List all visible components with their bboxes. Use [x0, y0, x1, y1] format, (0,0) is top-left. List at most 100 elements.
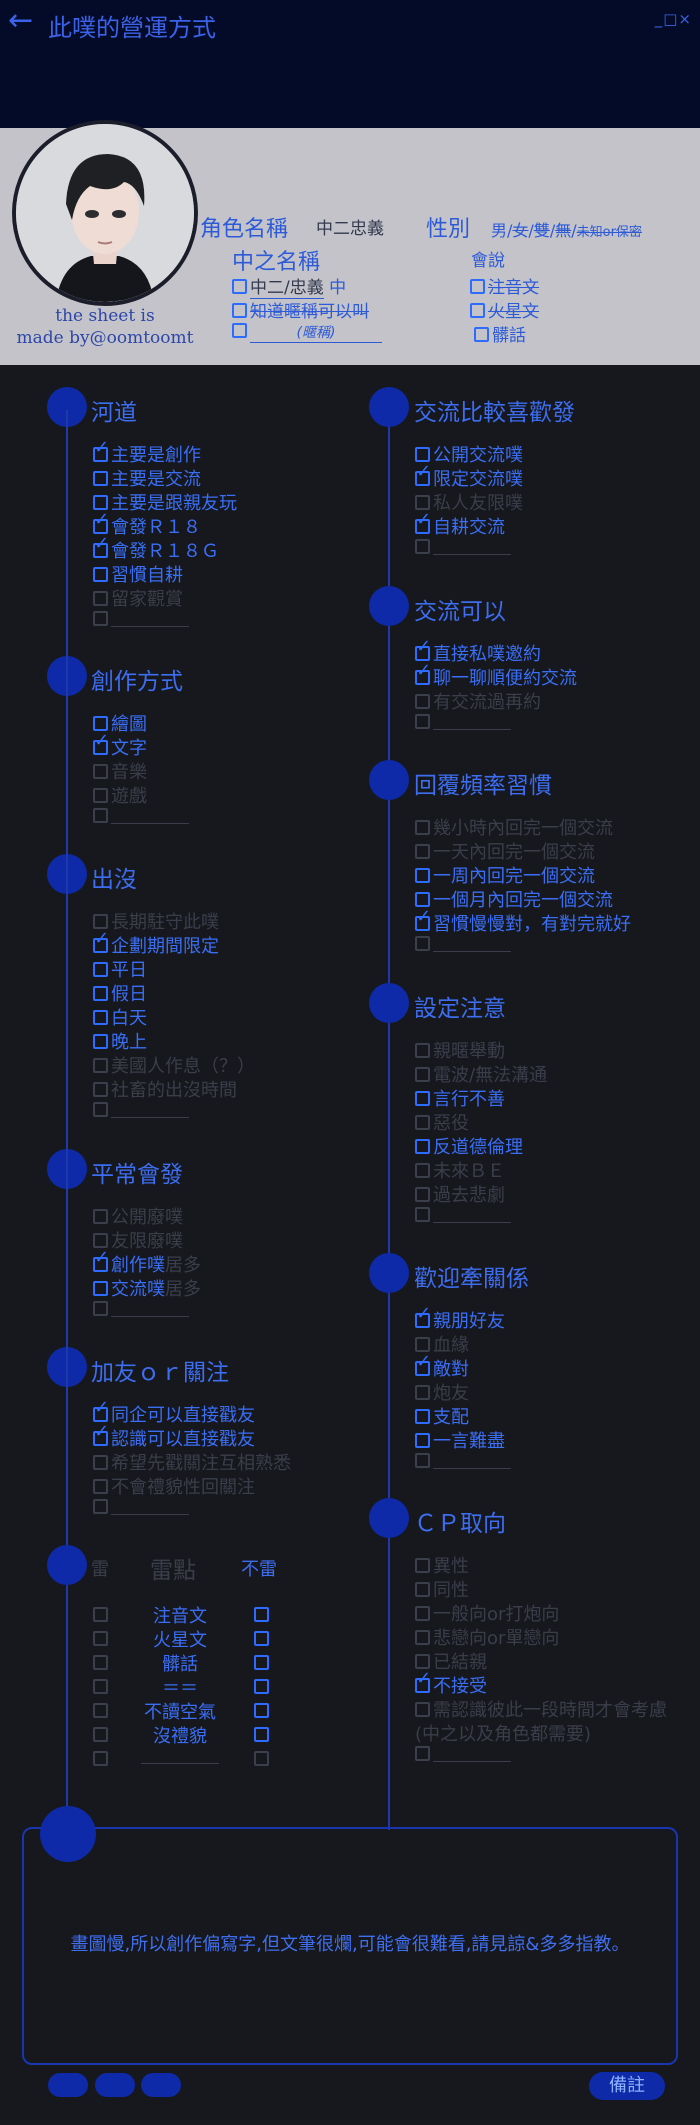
checklist-item[interactable]: 同企可以直接戳友 [93, 1401, 255, 1427]
checkbox[interactable] [93, 1429, 111, 1450]
checkbox[interactable] [415, 1311, 433, 1332]
checkbox[interactable] [93, 936, 111, 957]
checklist-item[interactable]: 不會禮貌性回關注 [93, 1473, 255, 1499]
checklist-item[interactable]: 有交流過再約 [415, 688, 541, 714]
blank-entry-line[interactable] [433, 1749, 511, 1762]
checkbox-icon[interactable] [415, 1207, 430, 1222]
checkbox[interactable] [415, 469, 433, 490]
checklist-item[interactable]: 直接私噗邀約 [415, 640, 541, 666]
checkbox-icon[interactable] [415, 1453, 430, 1468]
checkbox-icon[interactable] [415, 1385, 430, 1400]
checked-box-icon[interactable] [415, 471, 430, 486]
checkbox[interactable] [93, 1255, 111, 1276]
checkbox[interactable] [415, 1556, 433, 1577]
memo-box[interactable] [22, 1827, 678, 2065]
checkbox[interactable] [93, 1497, 111, 1518]
checkbox-icon[interactable] [415, 1409, 430, 1424]
checkbox[interactable] [415, 712, 433, 733]
checklist-item[interactable]: 過去悲劇 [415, 1181, 505, 1207]
checkbox-icon[interactable] [415, 1337, 430, 1352]
blank-entry-line[interactable] [111, 614, 189, 627]
checkbox-icon[interactable] [415, 1582, 430, 1597]
checkbox-icon[interactable] [415, 1043, 430, 1058]
checkbox-icon[interactable] [93, 1233, 108, 1248]
checklist-item[interactable]: 親朋好友 [415, 1307, 505, 1333]
blank-entry-line[interactable] [433, 542, 511, 555]
checkbox-icon[interactable] [93, 914, 108, 929]
checklist-item[interactable]: 主要是交流 [93, 465, 201, 491]
blank-entry-line[interactable] [433, 1456, 511, 1469]
checkbox-icon[interactable] [232, 279, 247, 294]
speaks-option-3[interactable]: 髒話 [474, 321, 526, 346]
checklist-item[interactable]: 主要是跟親友玩 [93, 489, 237, 515]
checkbox-icon[interactable] [93, 1082, 108, 1097]
checkbox-icon[interactable] [415, 1115, 430, 1130]
checklist-item[interactable]: 主要是創作 [93, 441, 201, 467]
checkbox[interactable] [93, 1279, 111, 1300]
mine-checkbox-icon[interactable] [93, 1727, 108, 1742]
blank-entry-line[interactable] [111, 811, 189, 824]
checklist-item[interactable]: 異性 [415, 1552, 469, 1578]
checkbox[interactable] [93, 984, 111, 1005]
checklist-item[interactable]: 音樂 [93, 758, 147, 784]
checklist-item[interactable]: 電波/無法溝通 [415, 1061, 547, 1087]
checkbox[interactable] [415, 1113, 433, 1134]
blank-entry-line[interactable] [141, 1751, 219, 1764]
checkbox[interactable] [415, 537, 433, 558]
checkbox-icon[interactable] [415, 495, 430, 510]
checklist-item[interactable]: 悲戀向or單戀向 [415, 1624, 559, 1650]
checkbox-icon[interactable] [93, 1455, 108, 1470]
checked-box-icon[interactable] [415, 1678, 430, 1693]
checklist-item[interactable]: 敵對 [415, 1355, 469, 1381]
checkbox[interactable] [415, 1205, 433, 1226]
checklist-item[interactable]: 聊一聊順便約交流 [415, 664, 577, 690]
checkbox-icon[interactable] [93, 1499, 108, 1514]
checkbox-icon[interactable] [93, 1010, 108, 1025]
checkbox[interactable] [93, 609, 111, 630]
checklist-item[interactable]: 未來ＢＥ [415, 1157, 505, 1183]
checklist-item[interactable]: 美國人作息（？） [93, 1052, 255, 1078]
checklist-item[interactable]: 習慣慢慢對，有對完就好 [415, 910, 631, 936]
checkbox-icon[interactable] [415, 714, 430, 729]
checklist-item[interactable]: 一天內回完一個交流 [415, 838, 595, 864]
checklist-item[interactable]: 反道德倫理 [415, 1133, 523, 1159]
checked-box-icon[interactable] [93, 519, 108, 534]
checklist-item[interactable]: 言行不善 [415, 1085, 505, 1111]
checklist-item[interactable]: 習慣自耕 [93, 561, 183, 587]
not-mine-checkbox-icon[interactable] [254, 1655, 269, 1670]
checkbox-icon[interactable] [415, 1654, 430, 1669]
checkbox-icon[interactable] [93, 1058, 108, 1073]
checklist-item[interactable]: 會發Ｒ１８ [93, 513, 201, 539]
checkbox-icon[interactable] [415, 1163, 430, 1178]
blank-entry-line[interactable] [433, 1210, 511, 1223]
checklist-item[interactable]: 認識可以直接戳友 [93, 1425, 255, 1451]
checklist-item[interactable]: 炮友 [415, 1379, 469, 1405]
checked-box-icon[interactable] [415, 670, 430, 685]
checkbox-icon[interactable] [93, 591, 108, 606]
checklist-item[interactable]: 幾小時內回完一個交流 [415, 814, 613, 840]
checklist-item[interactable]: 企劃期間限定 [93, 932, 219, 958]
checkbox-icon[interactable] [415, 1606, 430, 1621]
checkbox[interactable] [415, 934, 433, 955]
checkbox-icon[interactable] [470, 303, 485, 318]
checkbox[interactable] [415, 1744, 433, 1765]
blank-entry-line[interactable] [111, 1502, 189, 1515]
checkbox[interactable] [93, 960, 111, 981]
checklist-item[interactable] [93, 1299, 189, 1320]
checklist-item[interactable]: 留家觀賞 [93, 585, 183, 611]
checked-box-icon[interactable] [415, 916, 430, 931]
checked-box-icon[interactable] [93, 447, 108, 462]
gender-female[interactable]: 女 [512, 221, 529, 240]
checklist-item[interactable]: 限定交流噗 [415, 465, 523, 491]
checklist-item[interactable] [415, 537, 511, 558]
tab-pill-3[interactable] [141, 2073, 181, 2097]
checklist-item[interactable]: 會發Ｒ１８Ｇ [93, 537, 219, 563]
checkbox-icon[interactable] [93, 611, 108, 626]
not-mine-checkbox-icon[interactable] [254, 1679, 269, 1694]
mine-checkbox-icon[interactable] [93, 1751, 108, 1766]
checklist-item[interactable]: 不接受 [415, 1672, 487, 1698]
checklist-item[interactable] [93, 1497, 189, 1518]
checkbox-icon[interactable] [415, 539, 430, 554]
speaks-option-2[interactable]: 火星文 [470, 297, 539, 322]
checkbox-icon[interactable] [415, 820, 430, 835]
